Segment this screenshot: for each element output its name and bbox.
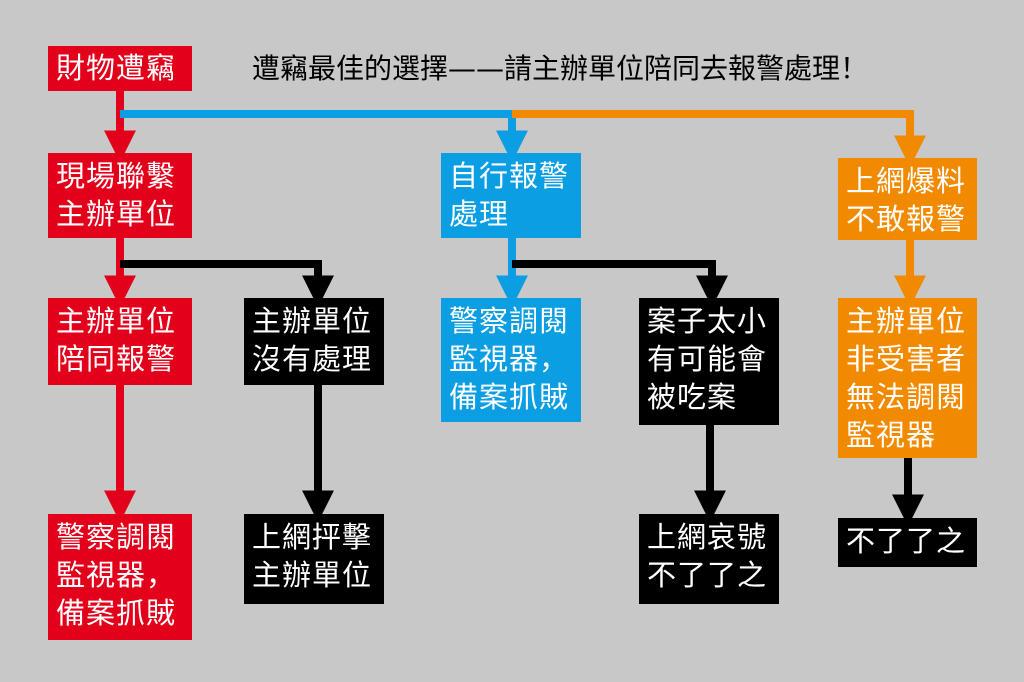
node-organizer-no-action: 主辦單位 沒有處理 xyxy=(244,298,384,385)
node-dropped: 不了了之 xyxy=(838,518,977,567)
node-self-report: 自行報警 處理 xyxy=(441,153,581,238)
node-organizer-accompany: 主辦單位 陪同報警 xyxy=(48,298,192,385)
edge-contact-to-no-action xyxy=(120,260,334,308)
node-online-criticize: 上網抨擊 主辦單位 xyxy=(244,514,384,604)
node-theft: 財物遭竊 xyxy=(48,46,192,91)
edge-theft-to-online-post xyxy=(512,110,926,168)
node-online-lament: 上網哀號 不了了之 xyxy=(639,514,779,604)
node-online-post: 上網爆料 不敢報警 xyxy=(838,158,977,240)
node-organizer-not-victim: 主辦單位 非受害者 無法調閱 監視器 xyxy=(838,298,977,458)
node-police-cctv-red: 警察調閱 監視器， 備案抓賊 xyxy=(48,514,192,640)
edge-theft-to-self-report xyxy=(120,110,528,163)
node-contact-organizer: 現場聯繫 主辦單位 xyxy=(48,153,192,238)
headline: 遭竊最佳的選擇——請主辦單位陪同去報警處理！ xyxy=(252,52,869,85)
node-police-cctv-blue: 警察調閱 監視器， 備案抓賊 xyxy=(441,298,581,422)
node-case-too-small: 案子太小 有可能會 被吃案 xyxy=(639,298,779,425)
edge-self-report-to-too-small xyxy=(512,260,728,308)
